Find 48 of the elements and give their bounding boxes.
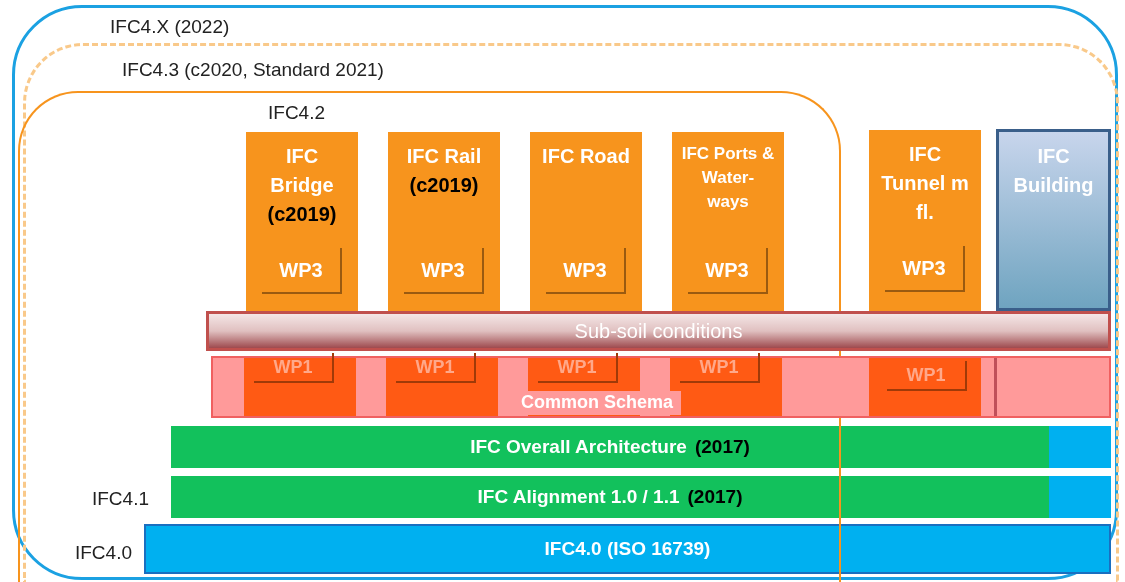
domain-column xyxy=(388,132,500,313)
version-label: IFC4.0 xyxy=(74,541,132,565)
work-package-label: WP1 xyxy=(906,363,946,387)
version-label: IFC4.1 xyxy=(91,487,149,511)
layer-bar xyxy=(206,311,1111,351)
layer-label: IFC Overall Architecture xyxy=(470,434,687,459)
work-package-box xyxy=(688,248,768,294)
domain-column xyxy=(246,132,358,313)
work-package-label: WP1 xyxy=(557,355,597,379)
work-package-box xyxy=(538,353,618,383)
work-package-label: WP3 xyxy=(902,256,946,281)
domain-column xyxy=(869,130,981,311)
work-package-box xyxy=(262,248,342,294)
work-package-box xyxy=(254,353,334,383)
layer-label: IFC Alignment 1.0 / 1.1 xyxy=(477,484,680,509)
work-package-label: WP1 xyxy=(699,355,739,379)
work-package-label: WP1 xyxy=(273,355,313,379)
domain-title: IFC Rail xyxy=(406,144,482,169)
layer-label: Sub-soil conditions xyxy=(574,319,743,344)
work-package-label: WP3 xyxy=(279,258,323,283)
region-title: IFC4.2 xyxy=(268,102,326,123)
work-package-box xyxy=(546,248,626,294)
work-package-label: WP3 xyxy=(705,258,749,283)
domain-title: IFC Ports & Water- ways xyxy=(680,143,776,213)
domain-title: IFC Road xyxy=(542,144,630,169)
layer-band xyxy=(211,356,1111,418)
year-label: (c2019) xyxy=(409,173,479,198)
work-package-label: WP1 xyxy=(415,355,455,379)
domain-title: IFC Bridge xyxy=(269,144,335,198)
work-package-box xyxy=(396,353,476,383)
domain-column xyxy=(672,132,784,313)
year-label: (c2019) xyxy=(267,202,337,227)
domain-column xyxy=(530,132,642,313)
work-package-box xyxy=(885,246,965,292)
domain-title: IFC Tunnel m fl. xyxy=(880,142,970,225)
domain-title: IFC Building xyxy=(1012,144,1095,198)
layer-label: IFC4.0 (ISO 16739) xyxy=(544,536,711,561)
year-label: (2017) xyxy=(687,484,743,509)
work-package-box xyxy=(404,248,484,294)
layer-label: Common Schema xyxy=(521,392,674,412)
region-title: IFC4.X (2022) xyxy=(110,16,230,37)
work-package-box xyxy=(680,353,760,383)
work-package-label: WP3 xyxy=(421,258,465,283)
year-label: (2017) xyxy=(694,434,750,459)
work-package-box xyxy=(887,361,967,391)
work-package-label: WP3 xyxy=(563,258,607,283)
region-title: IFC4.3 (c2020, Standard 2021) xyxy=(122,59,384,80)
domain-column xyxy=(996,129,1111,311)
